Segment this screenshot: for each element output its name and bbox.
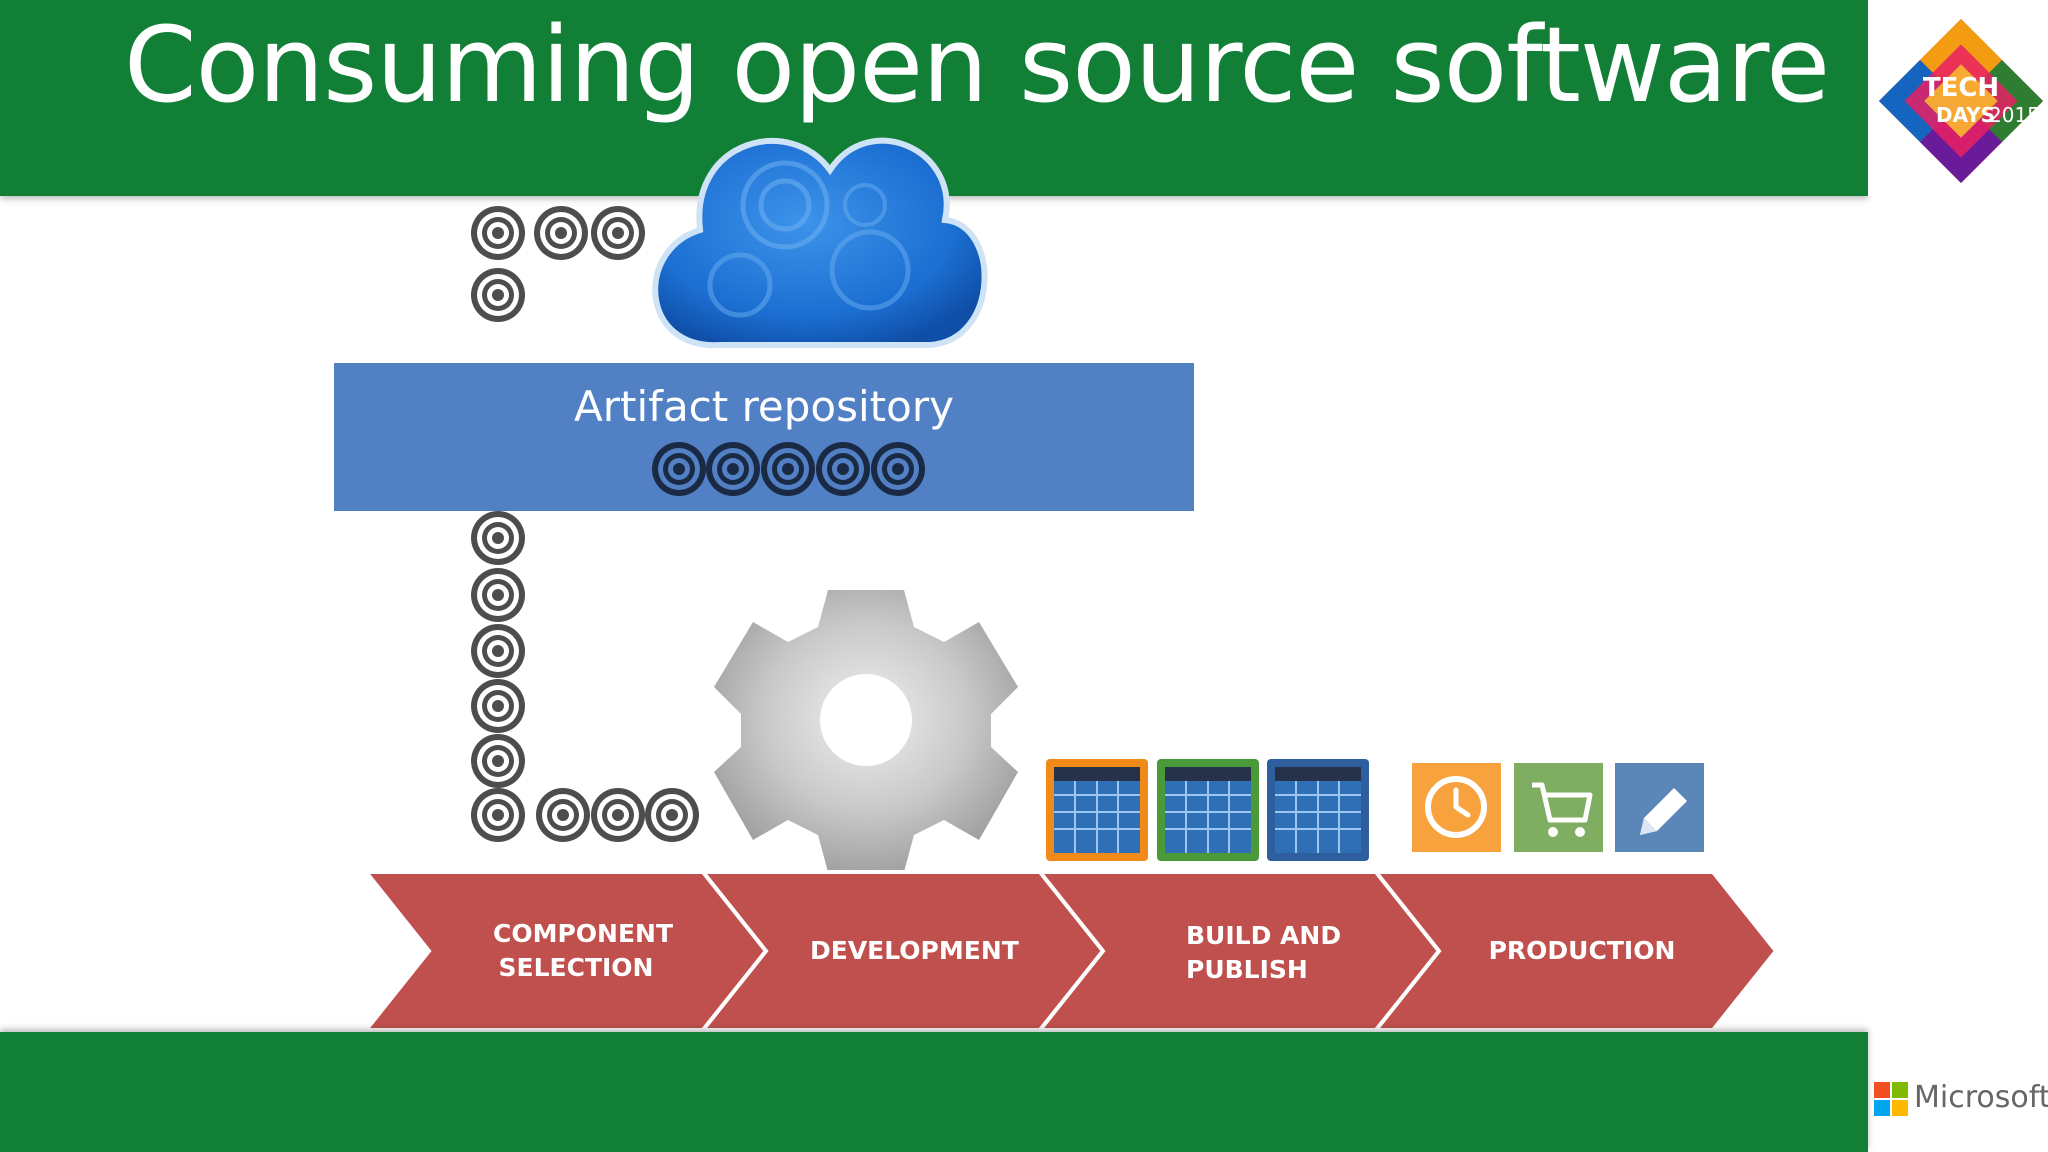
stage-label-component-selection: COMPONENT SELECTION	[493, 919, 674, 982]
stage-label-build-and-publish: BUILD AND PUBLISH	[1186, 921, 1342, 984]
component-ring	[534, 206, 588, 260]
footer-bar	[0, 1032, 1868, 1152]
repository-ring	[761, 442, 815, 496]
microsoft-logo: Microsoft	[1874, 1078, 2048, 1118]
build-artifact-tiles	[1046, 759, 1369, 861]
component-ring	[471, 734, 525, 788]
component-ring	[471, 206, 525, 260]
component-ring	[591, 788, 645, 842]
component-ring	[471, 268, 525, 322]
cart-icon	[1514, 763, 1603, 852]
repository-ring	[871, 442, 925, 496]
stage-label-development: DEVELOPMENT	[810, 936, 1019, 965]
stage-label-production: PRODUCTION	[1488, 936, 1676, 965]
repository-ring	[652, 442, 706, 496]
component-ring	[536, 788, 590, 842]
repository-ring	[816, 442, 870, 496]
component-rings-top	[471, 206, 645, 322]
logo-year: 2015	[1989, 103, 2040, 127]
component-ring	[471, 679, 525, 733]
pencil-icon	[1615, 763, 1704, 852]
repository-rings	[652, 442, 925, 496]
logo-text-line2: DAYS	[1936, 103, 1995, 127]
slide-title: Consuming open source software	[124, 4, 1830, 126]
clock-icon	[1412, 763, 1501, 852]
repository-ring	[706, 442, 760, 496]
component-ring	[471, 624, 525, 678]
microsoft-brand-text: Microsoft	[1914, 1080, 2048, 1115]
logo-text-line1: TECH	[1923, 73, 1999, 103]
component-ring	[471, 568, 525, 622]
build-tile-icon	[1157, 759, 1259, 861]
artifact-repository-bar: Artifact repository	[334, 363, 1194, 511]
production-icons	[1412, 763, 1704, 852]
component-ring	[645, 788, 699, 842]
cloud-icon	[652, 137, 988, 349]
tech-days-logo: TECH DAYS 2015	[1868, 0, 2048, 196]
build-tile-icon	[1267, 759, 1369, 861]
title-bar: Consuming open source software	[0, 0, 1868, 196]
build-tile-icon	[1046, 759, 1148, 861]
stage-chevron	[1371, 870, 1779, 1032]
component-ring	[471, 788, 525, 842]
component-ring	[471, 511, 525, 565]
component-ring	[591, 206, 645, 260]
gear-icon	[714, 590, 1018, 872]
microsoft-squares-icon	[1874, 1082, 1908, 1116]
artifact-repository-label: Artifact repository	[574, 382, 954, 431]
component-rings-bottom	[471, 511, 699, 842]
stage-chevrons	[361, 870, 1779, 1032]
